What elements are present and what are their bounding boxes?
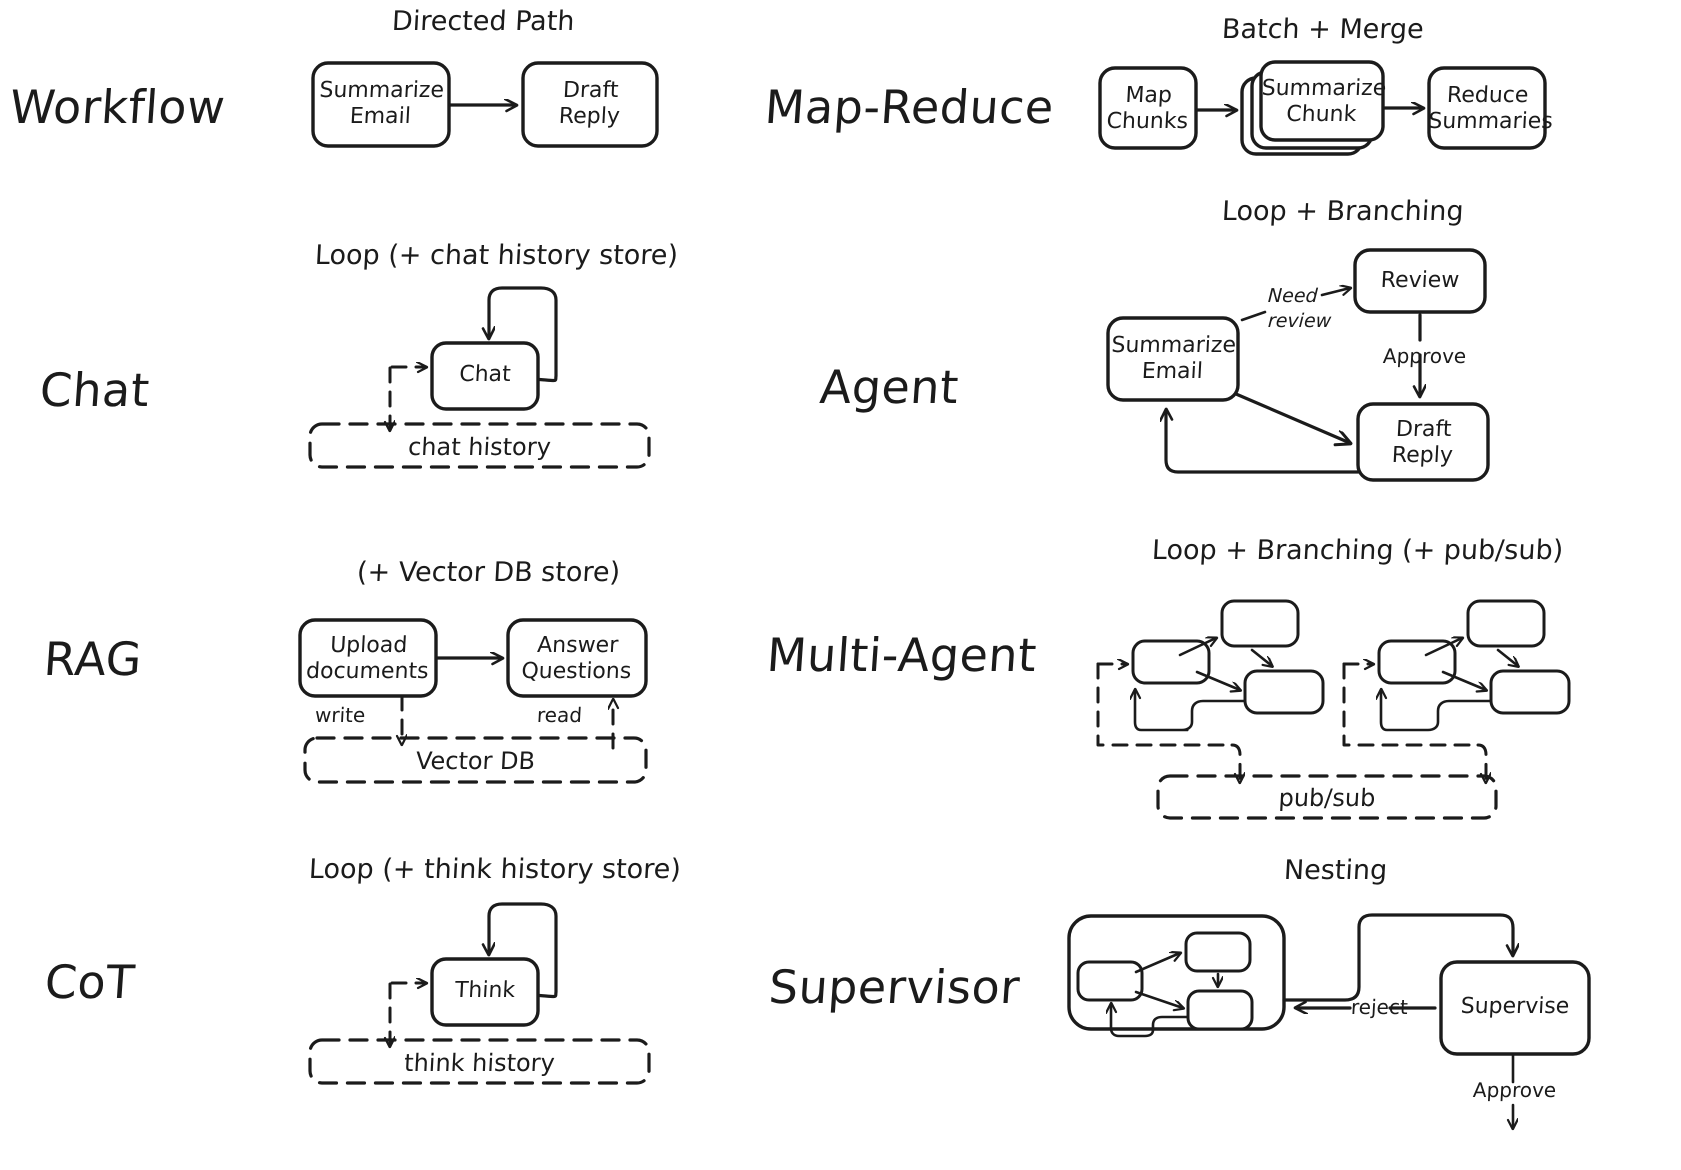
node-map-chunks[interactable] [1098,66,1198,150]
nested-node-bottom[interactable] [1186,989,1254,1031]
node-reduce-summaries[interactable] [1427,66,1547,150]
node-label-summarize-email: Summarize Email [318,78,445,129]
node-upload-documents[interactable] [298,618,438,698]
panel-title-batch-merge: Batch + Merge [1221,14,1425,45]
node-label-answer-questions: Answer Questions [520,633,632,684]
cluster2-edge-left-to-top [1424,638,1462,657]
nested-edge-left-to-bottom [1134,990,1183,1008]
node-label-map-chunks: Map Chunks [1105,83,1189,134]
nested-edge-left-to-top [1134,953,1180,974]
row-label-map-reduce: Map-Reduce [763,80,1056,134]
edge-need-review-stub [1240,310,1267,322]
cluster1-edge-top-to-right [1250,648,1272,666]
node-think[interactable] [430,957,540,1027]
store-label-think-history: think history [403,1049,556,1077]
row-label-rag: RAG [42,632,144,686]
store-label-chat-history: chat history [407,433,552,461]
edge-label-need: Need [1267,285,1319,307]
row-label-cot: CoT [43,955,137,1009]
edge-summarize-to-draft-direct [1234,392,1350,443]
node-draft-reply[interactable] [521,61,659,148]
panel-map-reduce [1098,60,1547,156]
store-label-vector-db: Vector DB [415,747,536,775]
node-label-upload-documents: Upload documents [305,633,430,684]
edge-draft-to-summarize-return [1166,410,1360,474]
store-think-history[interactable] [308,1038,651,1085]
edge-need-review-arrow [1320,288,1350,297]
edge-think-self-loop [489,902,558,999]
panel-title-directed-path: Directed Path [391,6,576,37]
node-supervise[interactable] [1439,960,1591,1056]
row-label-workflow: Workflow [8,80,228,134]
row-label-multi-agent: Multi-Agent [765,628,1039,682]
node-label-chat: Chat [458,362,512,387]
cluster1-edge-left-to-top [1178,638,1216,657]
panel-rag [298,618,648,784]
edge-label-approve: Approve [1382,344,1467,368]
panel-title-loop-chat: Loop (+ chat history store) [314,240,679,271]
node-chat[interactable] [430,341,540,411]
cluster2-node-right[interactable] [1489,669,1571,715]
row-label-chat: Chat [38,363,152,417]
cluster2-dashed-to-pubsub [1476,743,1486,782]
cluster1-dashed-loop [1096,662,1234,747]
edge-group-to-supervise [1282,913,1513,1002]
node-label-review: Review [1380,268,1460,293]
panel-title-vector-db-store: (+ Vector DB store) [356,557,621,588]
node-review[interactable] [1353,248,1487,314]
panel-multi-agent [1096,599,1571,820]
edge-label-read: read [536,703,583,727]
row-label-agent: Agent [818,360,961,414]
node-answer-questions[interactable] [506,618,648,698]
panel-title-nesting: Nesting [1283,855,1389,886]
node-label-summarize-chunk: Summarize Chunk [1261,76,1387,127]
cluster2-edge-right-to-left-return [1381,690,1493,732]
panel-title-loop-think: Loop (+ think history store) [308,854,682,885]
node-label-draft-reply: Draft Reply [558,78,621,129]
edge-label-reject: reject [1350,995,1409,1019]
panel-chat [308,286,651,469]
cluster2-edge-left-to-right [1441,670,1486,690]
edge-label-review: review [1267,310,1332,332]
cluster2-dashed-loop [1342,662,1480,747]
cluster2-node-top[interactable] [1466,599,1546,648]
panel-title-loop-pubsub: Loop + Branching (+ pub/sub) [1151,535,1564,566]
store-vector-db[interactable] [303,736,648,784]
node-agent-summarize-email[interactable] [1106,316,1240,402]
panel-cot [308,902,651,1085]
agent-cluster-2 [1342,599,1571,782]
cluster2-edge-top-to-right [1496,648,1518,666]
cluster1-edge-left-to-right [1195,670,1240,690]
edge-label-approve-supervisor: Approve [1472,1078,1557,1102]
nested-edge-bottom-return [1111,1004,1190,1038]
store-label-pub-sub: pub/sub [1277,784,1377,812]
store-chat-history[interactable] [308,422,651,469]
cluster1-node-right[interactable] [1243,669,1325,715]
node-label-agent-draft-reply: Draft Reply [1391,417,1454,468]
edge-chat-self-loop [489,286,558,383]
cluster1-node-top[interactable] [1220,599,1300,648]
panel-workflow [311,61,659,148]
row-label-supervisor: Supervisor [767,960,1022,1014]
cluster1-edge-right-to-left-return [1135,690,1247,732]
panel-title-loop-branching: Loop + Branching [1221,196,1465,227]
store-pub-sub[interactable] [1156,774,1498,820]
node-label-agent-summarize: Summarize Email [1110,333,1237,384]
cluster1-dashed-to-pubsub [1230,743,1240,782]
panel-supervisor [1067,913,1591,1128]
panel-agent [1106,248,1490,482]
node-label-supervise: Supervise [1460,994,1570,1019]
edge-label-write: write [314,703,366,727]
nested-node-top[interactable] [1184,931,1252,973]
nested-node-left[interactable] [1076,960,1144,1002]
node-summarize-chunk[interactable] [1259,60,1385,142]
node-label-think: Think [454,978,516,1003]
agent-cluster-1 [1096,599,1325,782]
node-label-reduce-summaries: Reduce Summaries [1427,83,1554,134]
